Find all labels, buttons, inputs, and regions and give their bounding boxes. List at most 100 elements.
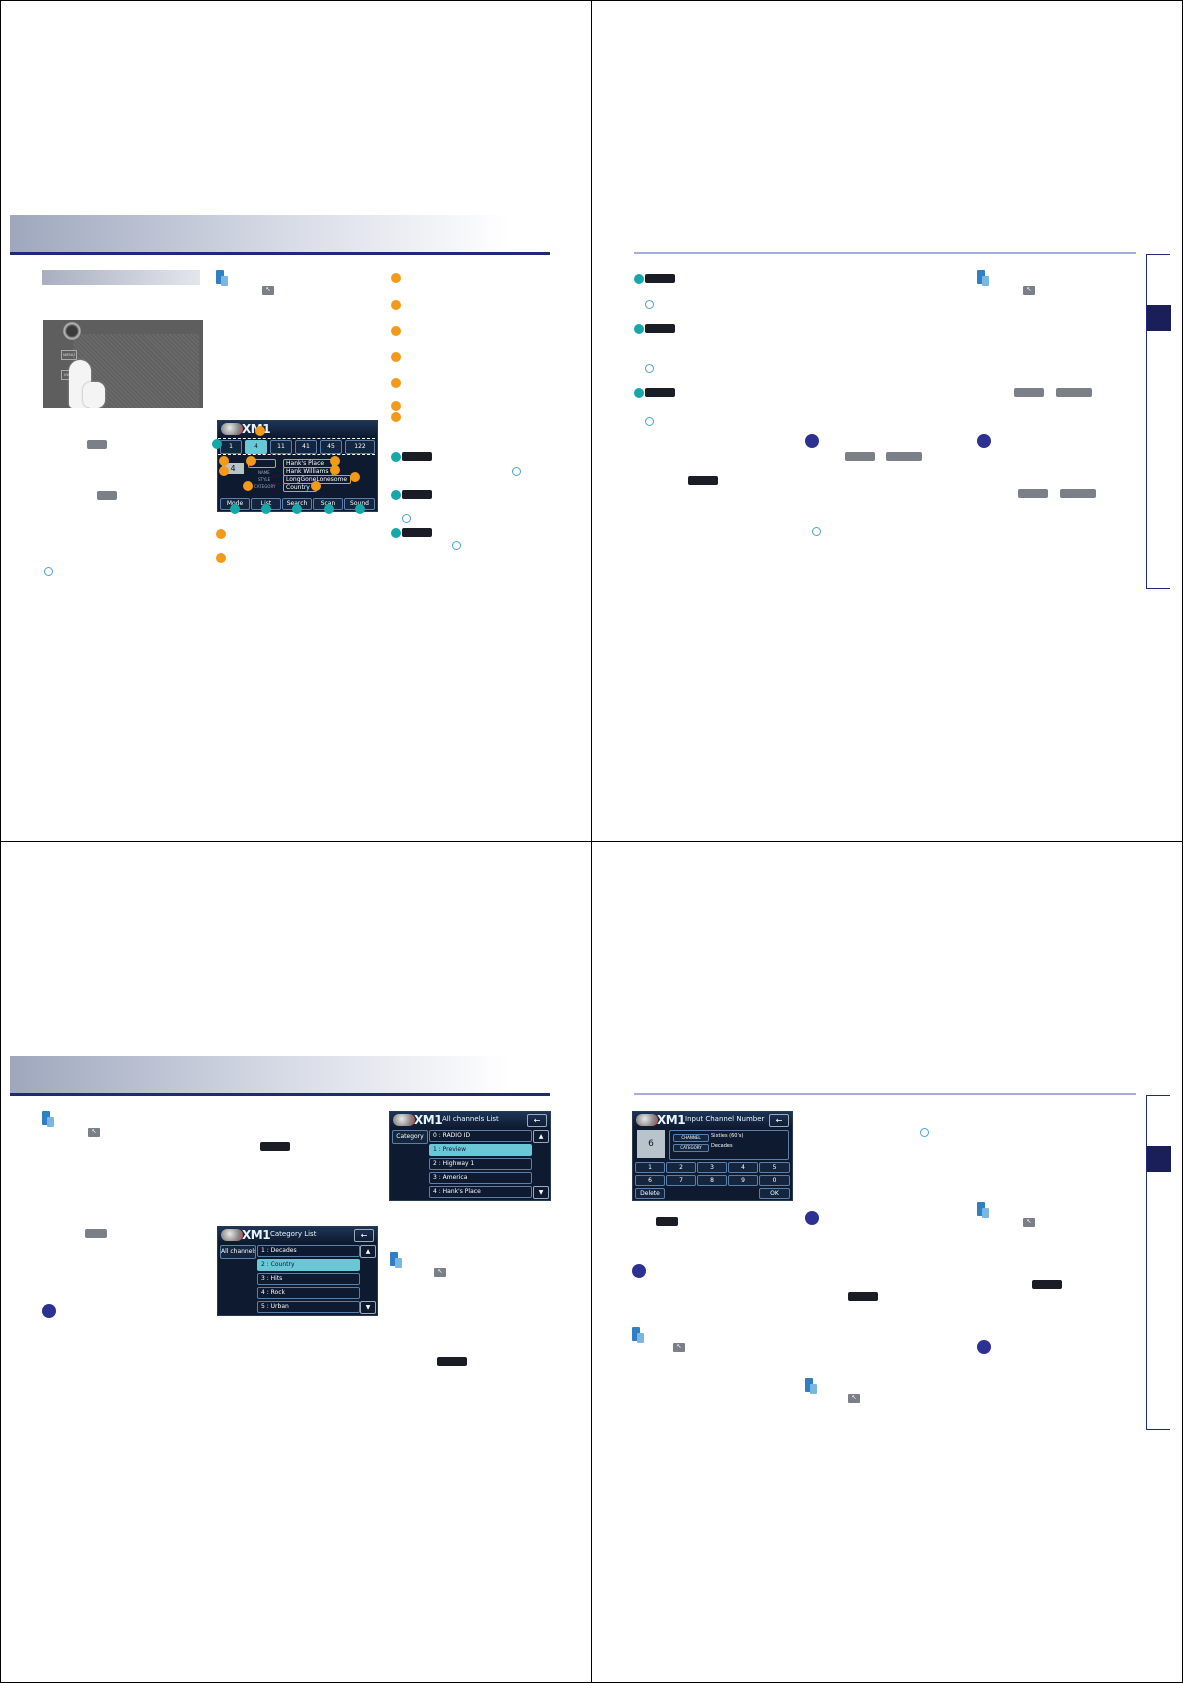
- keypad-1[interactable]: 1: [635, 1162, 665, 1173]
- list-item[interactable]: 3 : Hits: [257, 1273, 360, 1285]
- step-marker: [805, 434, 819, 448]
- callout-marker-teal: [212, 439, 222, 449]
- key-label: [437, 1357, 467, 1366]
- keypad-5[interactable]: 5: [759, 1162, 790, 1173]
- list-item-selected[interactable]: 2 : Country: [257, 1259, 360, 1271]
- callout-marker: [311, 481, 321, 491]
- key-label: [85, 1229, 107, 1238]
- keypad-8[interactable]: 8: [697, 1175, 727, 1186]
- callout-marker: [243, 481, 253, 491]
- chapter-side-tab-marker: [1147, 305, 1171, 331]
- key-label: [402, 490, 432, 499]
- scroll-up-icon[interactable]: ▲: [533, 1130, 549, 1143]
- keypad-9[interactable]: 9: [728, 1175, 758, 1186]
- legend-bullet: [391, 273, 401, 283]
- channel-value: Sixties (60's): [711, 1133, 744, 1139]
- note-icon: [977, 270, 989, 288]
- legend-bullet-teal: [634, 324, 644, 334]
- note-icon: [42, 1111, 54, 1129]
- tip-icon: [402, 514, 411, 523]
- page-quadrant-top-right: [591, 0, 1183, 842]
- all-channels-button[interactable]: All channels: [220, 1245, 256, 1259]
- category-value: Decades: [711, 1143, 733, 1149]
- ok-button[interactable]: OK: [759, 1188, 790, 1199]
- preset-6[interactable]: 122: [345, 440, 375, 454]
- keypad-6[interactable]: 6: [635, 1175, 665, 1186]
- scroll-down-icon[interactable]: ▼: [360, 1301, 376, 1314]
- list-item[interactable]: 3 : America: [429, 1172, 532, 1184]
- step-marker: [977, 1340, 991, 1354]
- delete-button[interactable]: Delete: [635, 1188, 665, 1199]
- note-icon: [805, 1378, 817, 1396]
- list-item[interactable]: 5 : Urban: [257, 1301, 360, 1313]
- list-item[interactable]: 4 : Rock: [257, 1287, 360, 1299]
- key-label: [645, 274, 675, 283]
- section-header-bar: [10, 1056, 510, 1094]
- key-label: [402, 528, 432, 537]
- callout-marker: [219, 466, 229, 476]
- section-header-bar: [10, 215, 510, 253]
- category-tag: CATEGORY: [673, 1144, 709, 1152]
- preset-row-outline-bottom: [218, 454, 375, 455]
- keypad-0[interactable]: 0: [759, 1175, 790, 1186]
- legend-bullet: [391, 412, 401, 422]
- list-item[interactable]: 1 : Decades: [257, 1245, 360, 1257]
- list-item-selected[interactable]: 1 : Preview: [429, 1144, 532, 1156]
- screen-title-bar: [633, 1112, 792, 1128]
- mini-button-icon: ↖: [434, 1268, 446, 1277]
- tip-icon: [812, 527, 821, 536]
- note-icon: [977, 1202, 989, 1220]
- entered-number-box: 6: [637, 1130, 665, 1158]
- legend-bullet: [391, 401, 401, 411]
- tip-icon: [645, 417, 654, 426]
- legend-bullet-teal: [391, 528, 401, 538]
- screen-title-bar: [390, 1112, 550, 1128]
- list-item[interactable]: 0 : RADIO ID: [429, 1130, 532, 1142]
- section-header-rule: [634, 1093, 1136, 1095]
- key-label: [260, 1142, 290, 1151]
- list-item[interactable]: 2 : Highway 1: [429, 1158, 532, 1170]
- preset-5[interactable]: 45: [320, 440, 342, 454]
- key-icon-menu: [87, 440, 107, 449]
- list-item[interactable]: 4 : Hank's Place: [429, 1186, 532, 1198]
- keypad-3[interactable]: 3: [697, 1162, 727, 1173]
- key-label: [688, 476, 718, 485]
- legend-bullet: [391, 326, 401, 336]
- callout-marker: [330, 465, 340, 475]
- key-label: [1056, 388, 1092, 397]
- mini-button-icon: ↖: [848, 1394, 860, 1403]
- channel-tag: CHANNEL: [673, 1134, 709, 1142]
- mini-button-icon: ↖: [88, 1128, 100, 1137]
- preset-2[interactable]: 4: [245, 440, 267, 454]
- callout-marker: [330, 456, 340, 466]
- legend-bullet-teal: [634, 388, 644, 398]
- keypad-7[interactable]: 7: [666, 1175, 696, 1186]
- all-channels-list-screen: XM1 All channels List ← Category 0 : RAD…: [389, 1111, 551, 1201]
- keypad-2[interactable]: 2: [666, 1162, 696, 1173]
- preset-3[interactable]: 11: [270, 440, 292, 454]
- preset-4[interactable]: 41: [295, 440, 317, 454]
- callout-marker-teal: [355, 504, 365, 514]
- callout-marker-teal: [230, 504, 240, 514]
- keypad-4[interactable]: 4: [728, 1162, 758, 1173]
- callout-marker-teal: [292, 504, 302, 514]
- device-knob: [63, 322, 81, 340]
- back-arrow-icon[interactable]: ←: [769, 1114, 789, 1127]
- tip-icon: [452, 541, 461, 550]
- key-label: [656, 1217, 678, 1226]
- key-label: [645, 388, 675, 397]
- scroll-up-icon[interactable]: ▲: [360, 1245, 376, 1258]
- xm-logo-icon: [393, 1114, 415, 1126]
- mini-button-icon: ↖: [1023, 1218, 1035, 1227]
- name-tag: NAME: [258, 470, 270, 475]
- mini-button-icon: ↖: [1023, 286, 1035, 295]
- legend-bullet: [216, 553, 226, 563]
- back-arrow-icon[interactable]: ←: [527, 1114, 547, 1127]
- scroll-down-icon[interactable]: ▼: [533, 1186, 549, 1199]
- category-button[interactable]: Category: [392, 1130, 428, 1144]
- back-arrow-icon[interactable]: ←: [354, 1229, 374, 1242]
- key-label: [402, 452, 432, 461]
- subheading-bar: [42, 270, 200, 285]
- preset-1[interactable]: 1: [220, 440, 242, 454]
- key-label: [1014, 388, 1044, 397]
